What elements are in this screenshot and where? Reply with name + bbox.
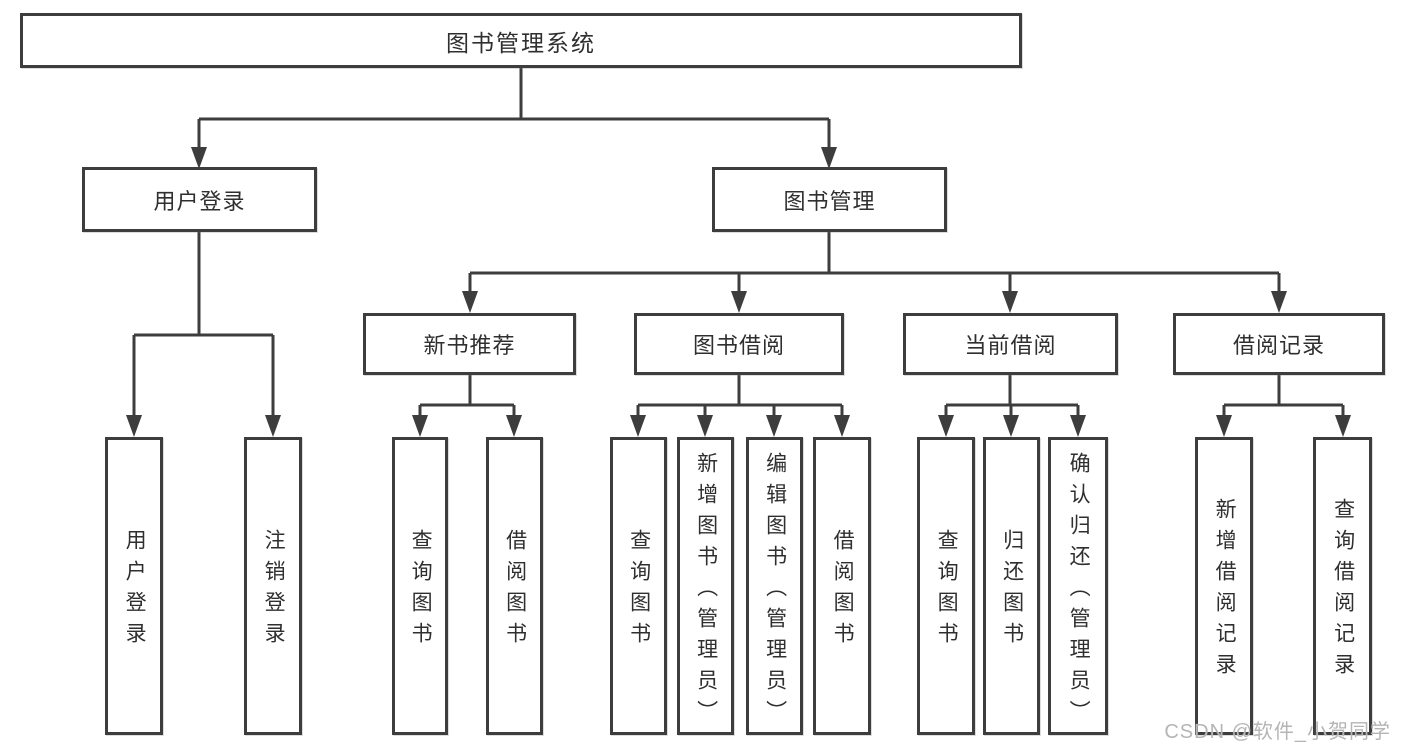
leaf-borrow-books: 借阅图书: [813, 437, 871, 735]
node-label: 新书推荐: [423, 333, 516, 358]
node-label: 借阅图书: [831, 529, 855, 653]
arrowhead: [412, 415, 428, 437]
node-book-management: 图书管理: [712, 167, 947, 232]
arrowhead: [630, 415, 646, 437]
leaf-return-books: 归还图书: [983, 437, 1040, 735]
leaf-add-books-admin: 新增图书（管理员）: [677, 437, 734, 735]
node-label: 归还图书: [1000, 529, 1024, 653]
leaf-confirm-return-admin: 确认归还（管理员）: [1048, 437, 1108, 735]
node-label: 新增图书（管理员）: [694, 451, 718, 731]
node-book-borrow: 图书借阅: [634, 313, 844, 375]
node-label: 编辑图书（管理员）: [763, 451, 787, 731]
edge-book-management-to-level3: [468, 232, 1281, 294]
node-label: 用户登录: [153, 188, 246, 214]
leaf-edit-books-admin: 编辑图书（管理员）: [746, 437, 803, 735]
node-label: 确认归还（管理员）: [1067, 451, 1091, 731]
edge-book-borrow-to-leaves: [636, 375, 844, 418]
edge-new-book-recommend-to-leaves: [418, 375, 516, 418]
leaf-query-books-recommend: 查询图书: [392, 437, 448, 735]
leaf-query-books-borrow: 查询图书: [610, 437, 667, 735]
arrowhead: [1003, 415, 1019, 437]
leaf-add-borrow-record: 新增借阅记录: [1195, 437, 1253, 735]
edge-current-borrow-to-leaves: [944, 375, 1080, 418]
arrowhead: [731, 291, 747, 313]
arrowhead: [1335, 415, 1351, 437]
leaf-user-login: 用户登录: [105, 437, 163, 735]
node-label: 借阅图书: [503, 529, 527, 653]
edge-root-to-level2: [197, 68, 831, 150]
node-label: 借阅记录: [1232, 333, 1325, 358]
arrowhead: [191, 147, 207, 169]
arrowhead: [834, 415, 850, 437]
node-label: 查询图书: [627, 529, 651, 653]
node-label: 查询图书: [935, 529, 959, 653]
arrowhead: [265, 415, 281, 437]
arrowhead: [766, 415, 782, 437]
arrowhead: [1070, 415, 1086, 437]
node-label: 图书管理: [783, 188, 876, 214]
node-user-login: 用户登录: [82, 167, 317, 232]
node-label: 用户登录: [123, 529, 147, 653]
node-label: 图书借阅: [692, 333, 785, 358]
arrowhead: [1216, 415, 1232, 437]
edge-user-login-to-leaves: [132, 232, 275, 418]
node-label: 注销登录: [262, 529, 286, 653]
node-label: 查询图书: [409, 529, 433, 653]
node-label: 当前借阅: [964, 333, 1057, 358]
arrowhead: [506, 415, 522, 437]
arrowhead: [938, 415, 954, 437]
edge-borrow-records-to-leaves: [1222, 375, 1345, 418]
leaf-borrow-books-recommend: 借阅图书: [486, 437, 543, 735]
arrowhead: [821, 147, 837, 169]
node-current-borrow: 当前借阅: [903, 313, 1118, 375]
node-label: 新增借阅记录: [1213, 498, 1237, 684]
arrowhead: [1271, 291, 1287, 313]
arrowhead: [1002, 291, 1018, 313]
arrowhead: [462, 291, 478, 313]
node-label: 图书管理系统: [446, 29, 596, 56]
leaf-query-books-current: 查询图书: [917, 437, 975, 735]
node-new-book-recommend: 新书推荐: [363, 313, 576, 375]
leaf-query-borrow-record: 查询借阅记录: [1313, 437, 1372, 735]
node-label: 查询借阅记录: [1331, 498, 1355, 684]
leaf-logout: 注销登录: [244, 437, 302, 735]
node-borrow-records: 借阅记录: [1173, 313, 1385, 375]
arrowhead: [697, 415, 713, 437]
arrowhead: [126, 415, 142, 437]
node-library-management-system: 图书管理系统: [20, 13, 1022, 68]
